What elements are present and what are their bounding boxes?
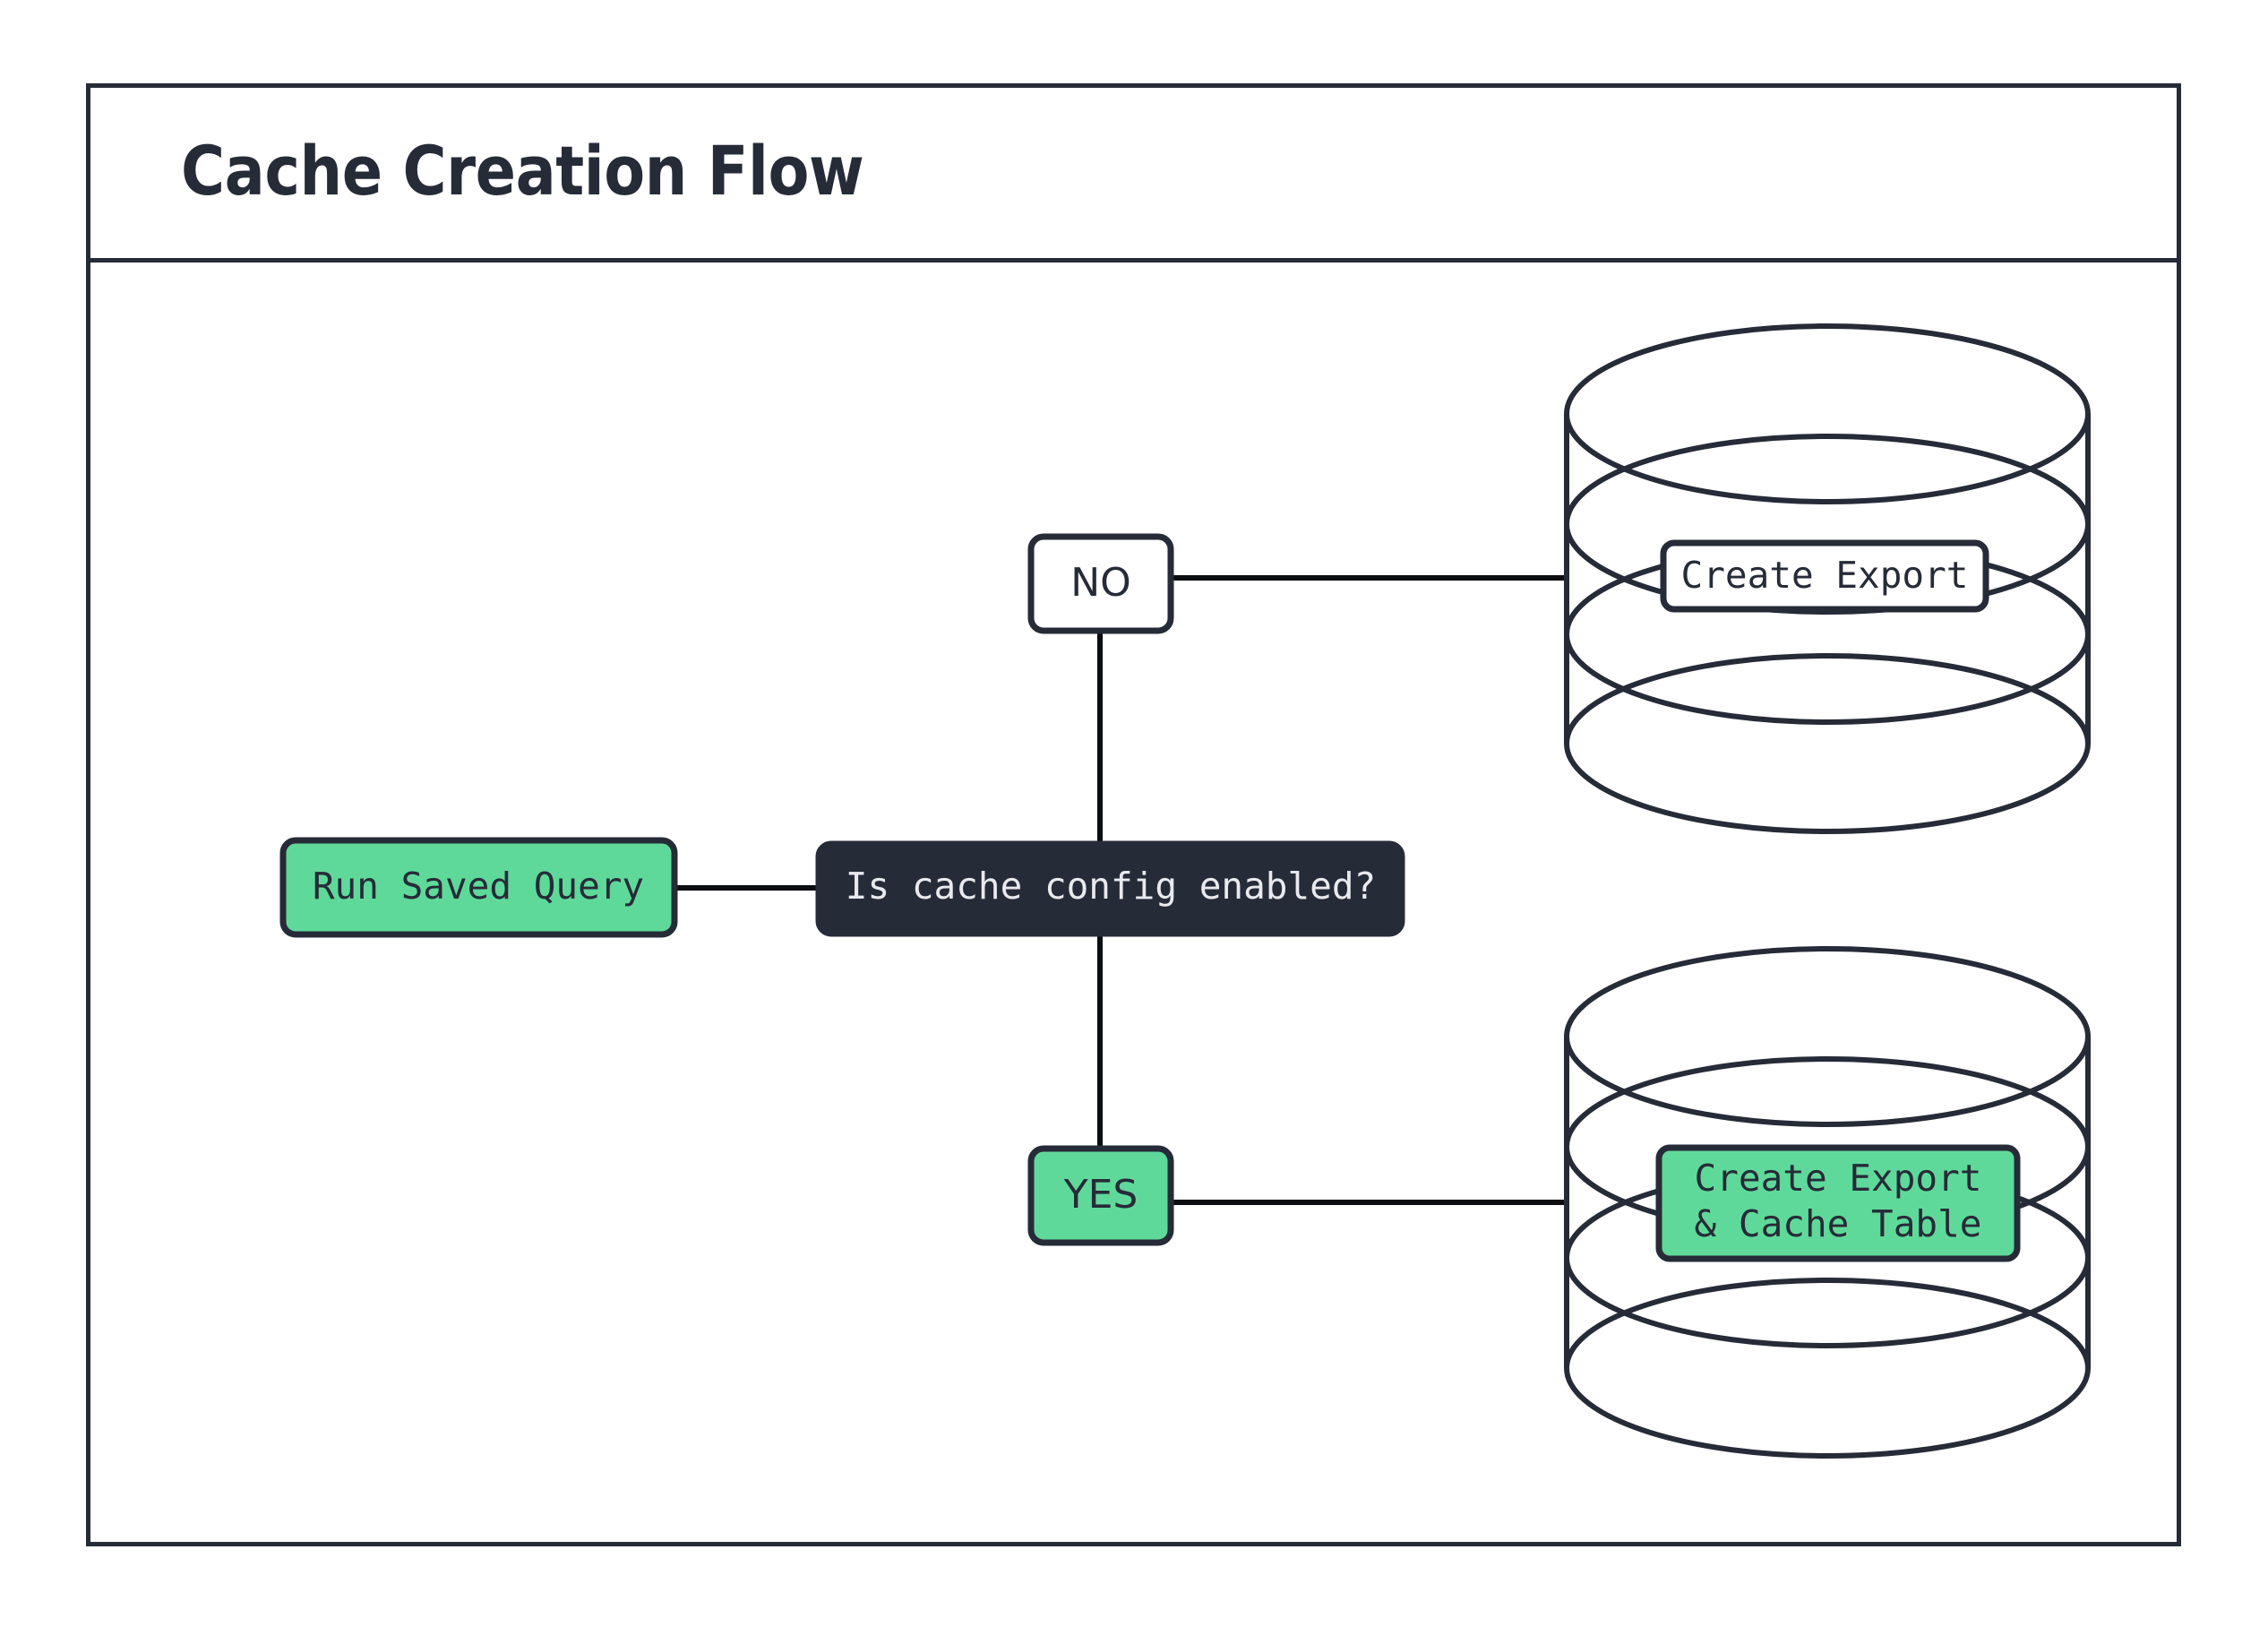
branch-no-label: NO — [1070, 560, 1131, 606]
branch-yes-label: YES — [1063, 1172, 1138, 1218]
run-saved-query-label: Run Saved Query — [313, 865, 644, 908]
branch-yes-box[interactable] — [1027, 1145, 1174, 1246]
db-export-cache-cylinder[interactable]: Create Export & Cache Table — [1564, 946, 2091, 1459]
node-decision[interactable]: Is cache config enabled? — [815, 840, 1405, 937]
db-export-disc-4 — [1564, 653, 2091, 834]
page-title: Cache Creation Flow — [181, 130, 864, 211]
node-branch-no[interactable]: NO — [1027, 533, 1174, 634]
db-export-label: Create Export — [1681, 554, 1969, 597]
edge-layer — [674, 575, 1567, 1205]
decision-box[interactable] — [815, 840, 1405, 937]
diagram-title-bar: Cache Creation Flow — [86, 83, 2181, 263]
db-export-cache-label-line1: Create Export — [1695, 1157, 1982, 1200]
node-branch-yes[interactable]: YES — [1027, 1145, 1174, 1246]
db-export-cache-disc-4 — [1564, 1278, 2091, 1459]
node-run-saved-query[interactable]: Run Saved Query — [279, 837, 678, 938]
db-export-disc-1 — [1564, 323, 2091, 504]
branch-no-box[interactable] — [1027, 533, 1174, 634]
db-export-label-box[interactable] — [1660, 539, 1989, 613]
decision-label: Is cache config enabled? — [846, 865, 1376, 908]
db-export-cylinder[interactable]: Create Export — [1564, 323, 2091, 834]
run-saved-query-box[interactable] — [279, 837, 678, 938]
db-export-cache-label-box[interactable] — [1655, 1144, 2021, 1262]
db-export-cache-label-line2: & Cache Table — [1695, 1202, 1982, 1245]
db-export-cache-disc-1 — [1564, 946, 2091, 1127]
